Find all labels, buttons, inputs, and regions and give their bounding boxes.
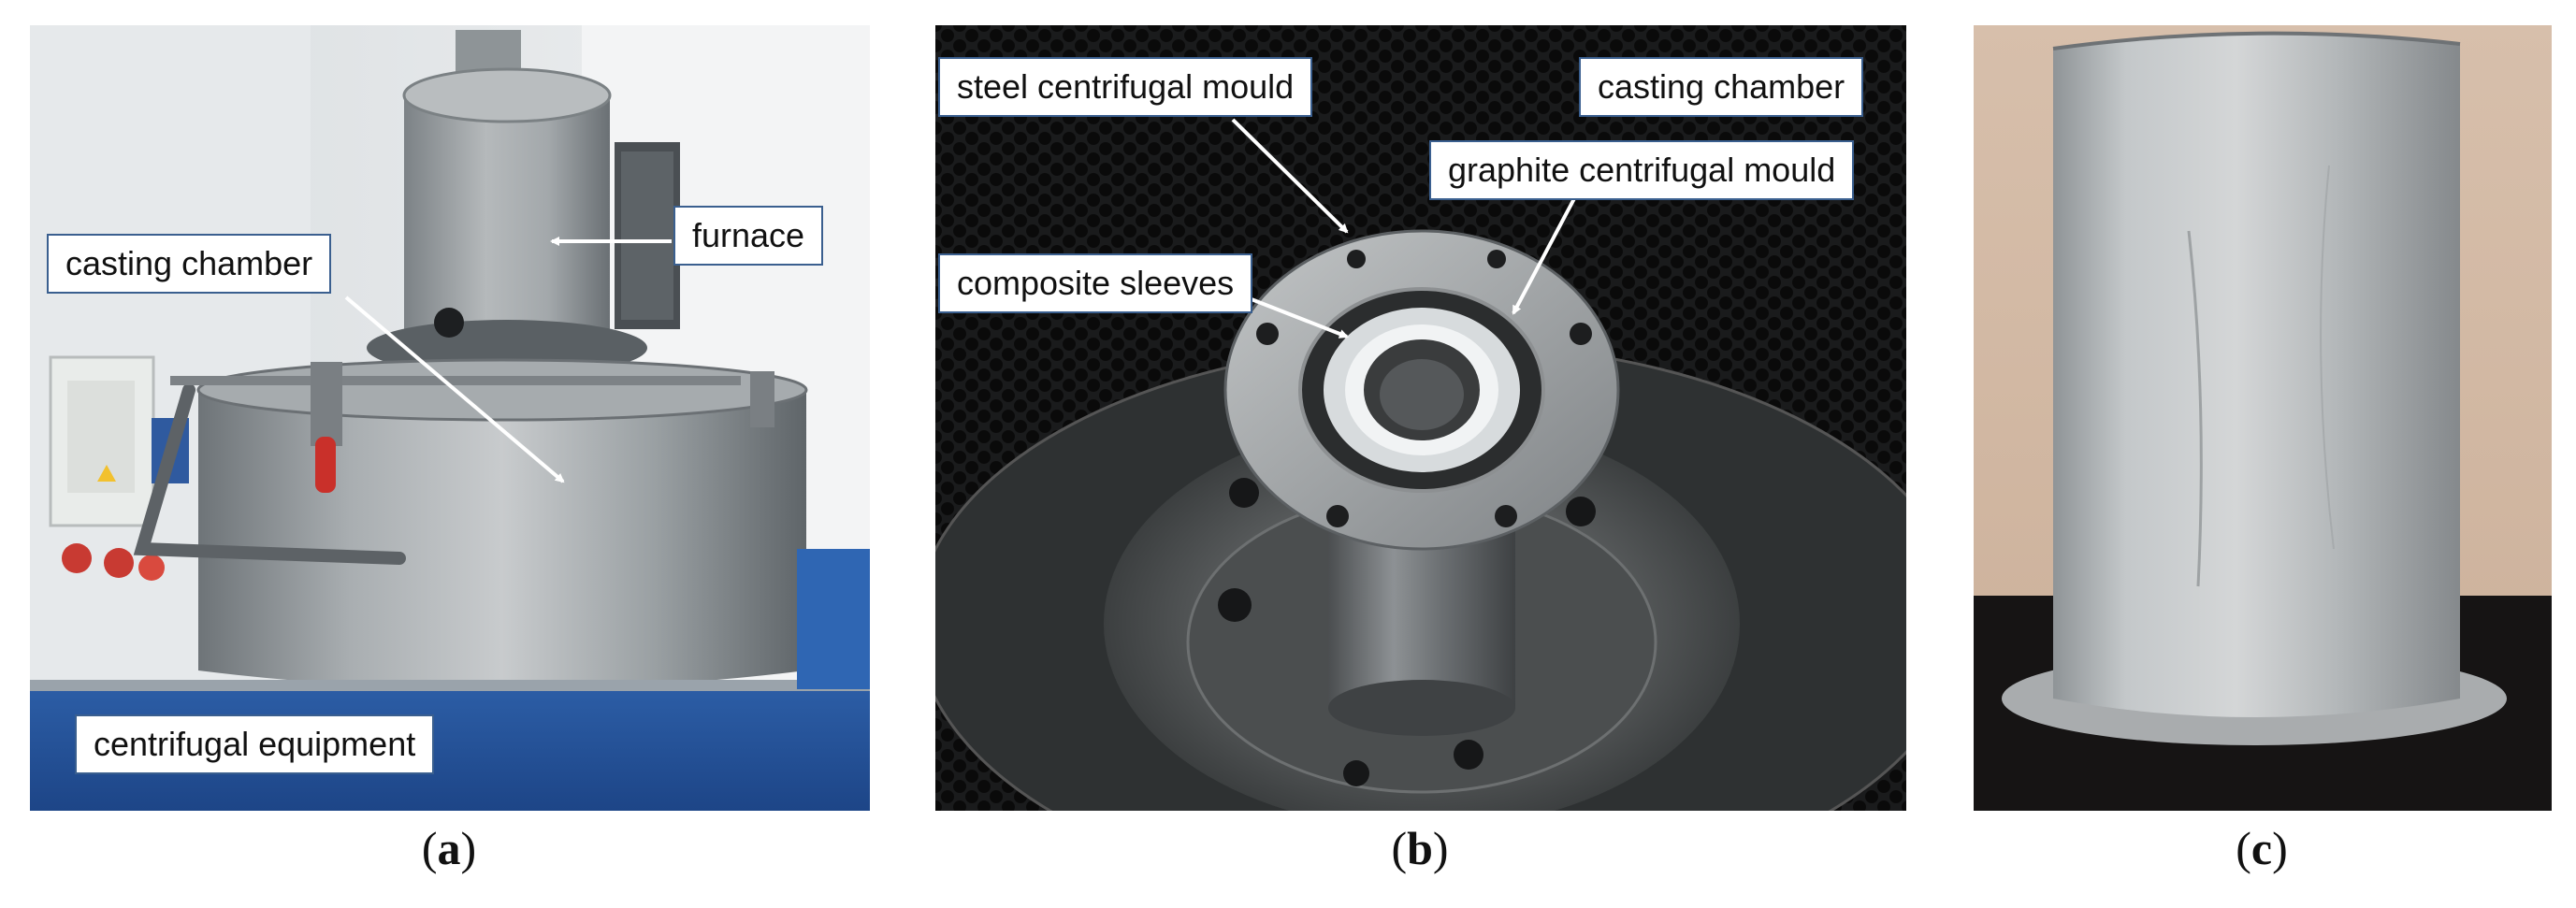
- caption-c-letter: c: [2250, 822, 2273, 874]
- caption-b-open: (: [1391, 822, 1408, 874]
- label-furnace: furnace: [673, 206, 824, 266]
- caption-a-letter: a: [437, 822, 461, 874]
- caption-b-close: ): [1432, 822, 1449, 874]
- label-casting-chamber-a: casting chamber: [47, 234, 332, 294]
- label-casting-chamber-b: casting chamber: [1579, 57, 1864, 117]
- centrifugal-casting-equipment-photo: [30, 25, 870, 811]
- label-graphite-centrifugal-mould: graphite centrifugal mould: [1429, 140, 1855, 200]
- label-composite-sleeves: composite sleeves: [938, 253, 1253, 313]
- caption-c-close: ): [2272, 822, 2288, 874]
- cast-cylinder-photo: [1974, 25, 2552, 811]
- caption-a-open: (: [421, 822, 438, 874]
- label-steel-centrifugal-mould: steel centrifugal mould: [938, 57, 1313, 117]
- photo-panel-a: [30, 25, 870, 811]
- caption-b-letter: b: [1407, 822, 1433, 874]
- caption-c-open: (: [2236, 822, 2251, 874]
- caption-b: (b): [1326, 821, 1513, 875]
- caption-a-close: ): [460, 822, 477, 874]
- caption-c: (c): [2168, 821, 2355, 875]
- photo-panel-c: [1974, 25, 2552, 811]
- caption-a: (a): [355, 821, 543, 875]
- label-centrifugal-equipment: centrifugal equipment: [75, 714, 435, 774]
